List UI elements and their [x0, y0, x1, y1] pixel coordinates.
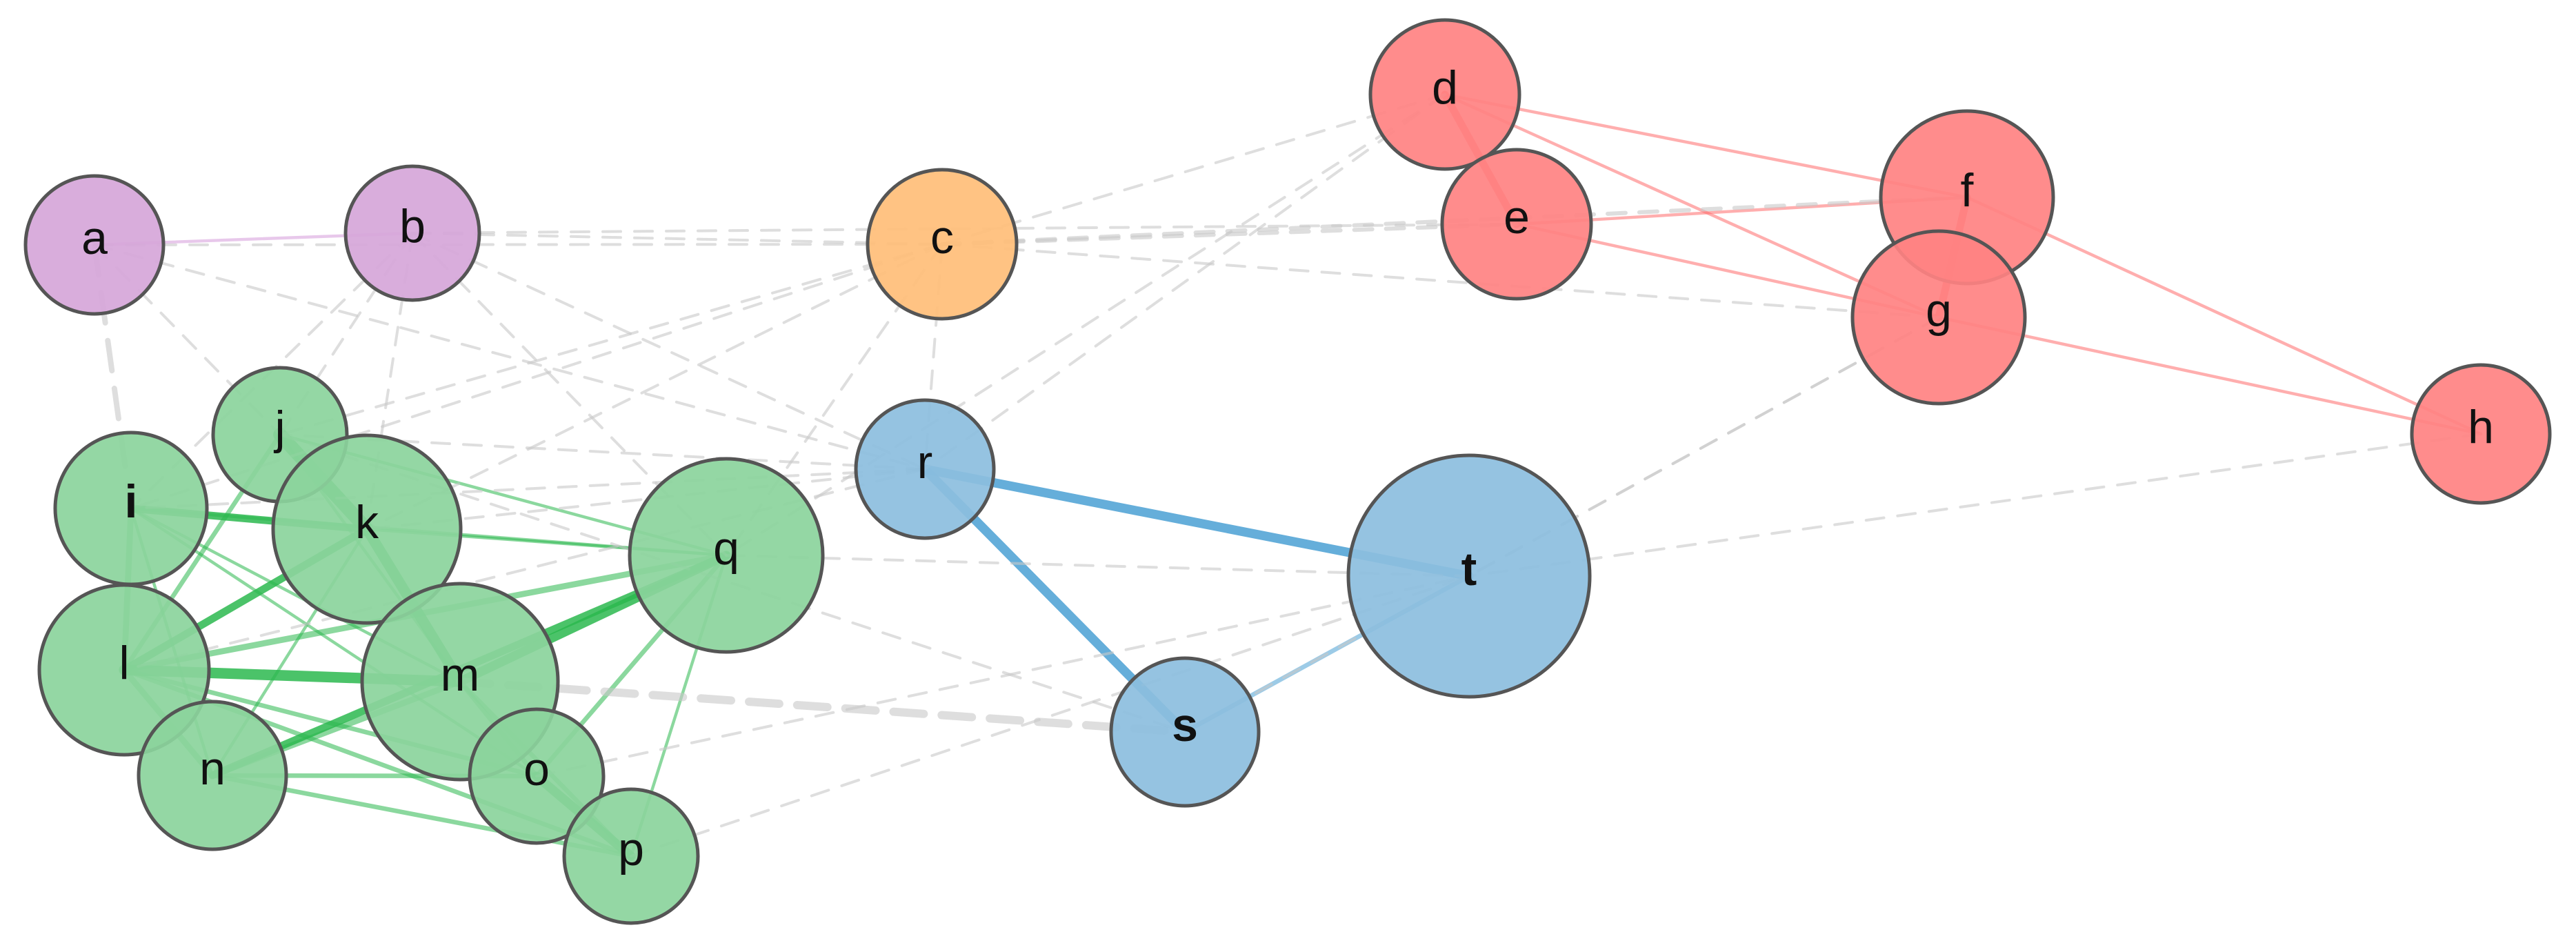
edge-o-t — [535, 575, 1470, 778]
node-circle-k — [271, 433, 463, 625]
node-circle-q — [628, 457, 825, 654]
edge-c-g — [941, 243, 1940, 319]
node-label-c: c — [930, 211, 954, 264]
node-p[interactable]: p — [562, 787, 700, 925]
node-label-m: m — [441, 649, 480, 701]
node-a[interactable]: a — [23, 174, 166, 316]
edge-d-g — [1443, 92, 1941, 319]
edge-h-t — [1468, 433, 2482, 577]
node-t[interactable]: t — [1346, 453, 1592, 699]
edge-c-d — [941, 93, 1446, 246]
edge-d-f — [1443, 92, 1969, 199]
node-label-r: r — [917, 436, 933, 488]
edge-q-t — [725, 554, 1470, 577]
node-label-f: f — [1961, 164, 1974, 217]
edge-m-s — [456, 677, 1189, 736]
edge-a-r — [93, 244, 926, 471]
node-r[interactable]: r — [854, 398, 996, 540]
node-label-t: t — [1461, 543, 1477, 595]
node-circle-b — [343, 164, 481, 302]
node-q[interactable]: q — [628, 457, 825, 654]
node-label-e: e — [1504, 191, 1530, 244]
node-label-d: d — [1432, 61, 1458, 114]
node-label-p: p — [618, 823, 644, 875]
node-k[interactable]: k — [271, 433, 463, 625]
node-label-a: a — [81, 212, 108, 264]
node-s[interactable]: s — [1109, 656, 1261, 808]
node-circle-r — [854, 398, 996, 540]
node-circle-o — [468, 707, 606, 845]
node-label-q: q — [713, 522, 739, 575]
edge-p-t — [630, 575, 1470, 858]
node-e[interactable]: e — [1440, 148, 1593, 301]
node-label-l: l — [119, 637, 129, 689]
node-label-b: b — [399, 200, 426, 253]
node-n[interactable]: n — [137, 700, 288, 851]
node-circle-t — [1346, 453, 1592, 699]
node-circle-c — [866, 168, 1019, 321]
node-circle-g — [1850, 229, 2027, 406]
node-g[interactable]: g — [1850, 229, 2027, 406]
node-i[interactable]: i — [53, 431, 209, 586]
node-l[interactable]: l — [37, 583, 211, 757]
edge-r-i — [130, 468, 926, 510]
edge-b-r — [411, 232, 926, 471]
node-layer: a b c d e f g h i j k l m n o p q r s t — [23, 18, 2552, 925]
edge-d-r — [923, 93, 1446, 471]
node-label-s: s — [1172, 699, 1198, 751]
node-circle-p — [562, 787, 700, 925]
node-label-o: o — [523, 743, 550, 795]
node-circle-s — [1109, 656, 1261, 808]
node-label-h: h — [2468, 401, 2494, 453]
edge-c-k — [366, 243, 943, 531]
node-circle-d — [1368, 18, 1521, 171]
node-label-i: i — [125, 475, 138, 528]
node-circle-l — [37, 583, 211, 757]
node-b[interactable]: b — [343, 164, 481, 302]
node-label-n: n — [199, 742, 226, 795]
node-circle-h — [2410, 363, 2552, 505]
node-c[interactable]: c — [866, 168, 1019, 321]
node-circle-n — [137, 700, 288, 851]
edge-b-c — [411, 232, 943, 246]
edge-a-c — [93, 243, 943, 246]
edge-g-h — [1937, 315, 2483, 436]
edge-d-q — [725, 93, 1446, 557]
node-circle-a — [23, 174, 166, 316]
edge-c-j — [279, 243, 943, 436]
node-label-k: k — [355, 496, 379, 548]
node-h[interactable]: h — [2410, 363, 2552, 505]
node-label-j: j — [273, 402, 285, 454]
node-label-g: g — [1926, 284, 1952, 337]
node-circle-e — [1440, 148, 1593, 301]
node-o[interactable]: o — [468, 707, 606, 845]
node-d[interactable]: d — [1368, 18, 1521, 171]
edge-b-q — [411, 232, 728, 557]
edge-f-h — [1965, 195, 2483, 436]
